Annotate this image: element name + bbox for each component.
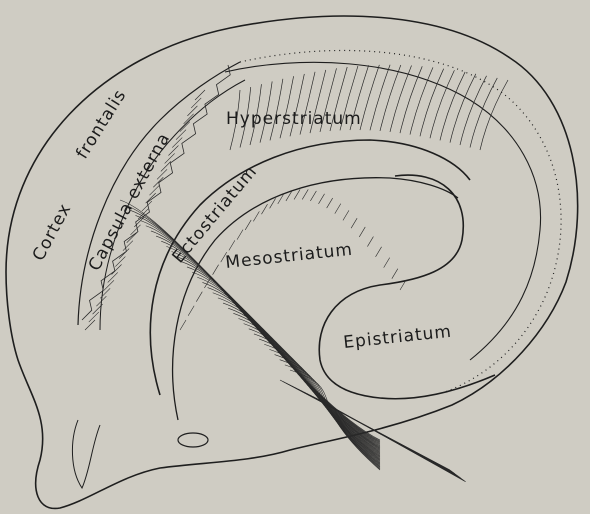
label-hyperstriatum: Hyperstriatum [226, 109, 362, 129]
